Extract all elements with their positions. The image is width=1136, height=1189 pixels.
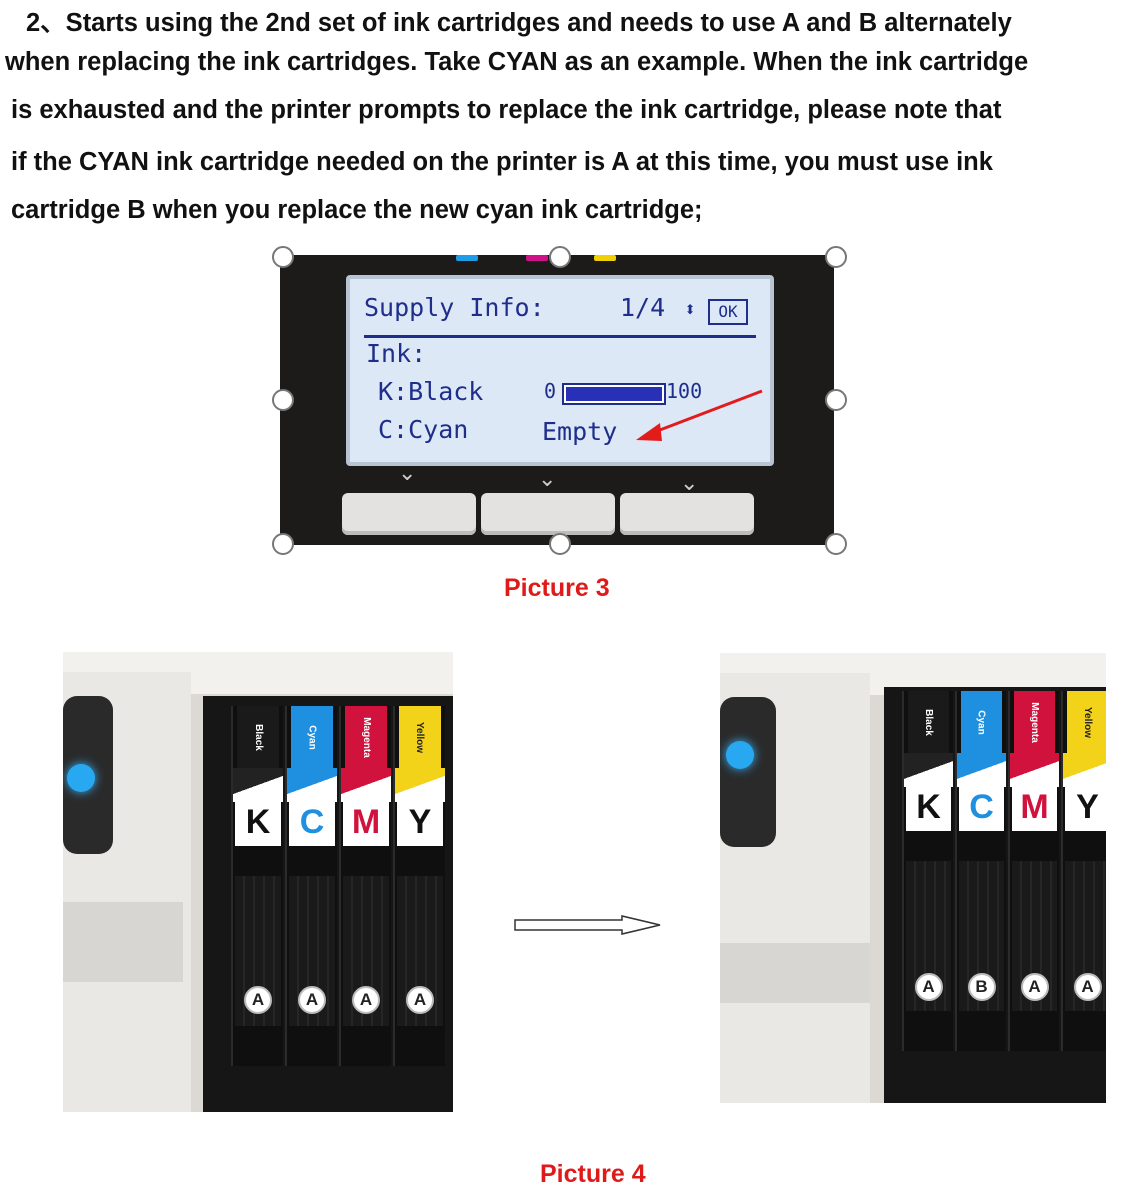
lcd-title: Supply Info: — [364, 293, 545, 322]
lcd-page: 1/4 — [620, 293, 666, 322]
picture-4-caption: Picture 4 — [540, 1160, 646, 1188]
cartridge-color-label: Black — [237, 706, 279, 768]
cartridge-set-mark: A — [1073, 973, 1102, 1001]
paragraph-line: if the CYAN ink cartridge needed on the … — [11, 148, 993, 176]
cartridge-name: Cyan — [306, 724, 318, 750]
cartridge-set-mark: A — [352, 986, 380, 1014]
cartridge-name: Magenta — [1029, 701, 1040, 743]
soft-key-button — [481, 493, 615, 535]
lcd-screen: Supply Info: 1/4 ⬍ OK Ink: K:Black 0 100… — [346, 275, 774, 466]
yellow-strip — [594, 255, 616, 261]
cartridge-letter: C — [289, 798, 335, 846]
picture-3-caption: Picture 3 — [504, 574, 610, 602]
lcd-cyan-status: Empty — [542, 417, 618, 446]
cartridge-color-label: Magenta — [1014, 691, 1055, 753]
printer-lcd-photo: Supply Info: 1/4 ⬍ OK Ink: K:Black 0 100… — [280, 255, 834, 545]
cartridge-notch — [1063, 753, 1106, 787]
chevron-down-icon: ⌄ — [538, 467, 557, 492]
cartridge-color-label: Magenta — [345, 706, 387, 768]
cartridge-letter: M — [1012, 783, 1057, 831]
resize-handle — [825, 533, 847, 555]
cartridge-set-mark: A — [1020, 973, 1049, 1001]
cartridge-notch — [341, 768, 391, 802]
lcd-bar-max: 100 — [666, 379, 703, 403]
cartridge-letter: C — [959, 783, 1004, 831]
paper-tray — [63, 902, 183, 982]
cartridge-color-label: Cyan — [291, 706, 333, 768]
soft-key-button — [620, 493, 754, 535]
cartridge-color-label: Black — [908, 691, 949, 753]
cartridge-set-mark: A — [244, 986, 272, 1014]
resize-handle — [272, 246, 294, 268]
cyan-strip — [456, 255, 478, 261]
cartridge-set-mark: B — [967, 973, 996, 1001]
magenta-strip — [526, 255, 548, 261]
resize-handle — [272, 389, 294, 411]
cartridge-name: Magenta — [360, 716, 372, 758]
cartridge-name: Black — [923, 708, 934, 736]
cartridge-set-mark: A — [914, 973, 943, 1001]
cartridge-letter: K — [906, 783, 951, 831]
cartridge-letter: K — [235, 798, 281, 846]
lcd-ink-label: Ink: — [366, 339, 427, 368]
paragraph-line: is exhausted and the printer prompts to … — [11, 96, 1002, 124]
cartridge-color-label: Cyan — [961, 691, 1002, 753]
black-ink-level-bar — [562, 383, 666, 405]
resize-handle — [825, 246, 847, 268]
lcd-bar-min: 0 — [544, 379, 557, 403]
cartridge-letter: Y — [1065, 783, 1106, 831]
cartridge-name: Cyan — [975, 709, 987, 735]
cartridge-notch — [957, 753, 1006, 787]
red-pointer-arrow — [636, 389, 763, 441]
up-down-icon: ⬍ — [684, 297, 697, 321]
cartridge-name: Black — [252, 723, 264, 751]
power-button-icon — [67, 764, 95, 792]
right-arrow-icon — [514, 915, 661, 935]
cartridge-set-mark: A — [298, 986, 326, 1014]
cartridge-set-mark: A — [406, 986, 434, 1014]
cartridge-notch — [233, 768, 283, 802]
lcd-cyan-row: C:Cyan — [378, 415, 469, 444]
lcd-divider — [364, 335, 756, 338]
paragraph-line: 2、Starts using the 2nd set of ink cartri… — [26, 9, 1012, 37]
paper-tray — [720, 943, 870, 1003]
soft-key-button — [342, 493, 476, 535]
resize-handle — [549, 533, 571, 555]
cartridge-letter: M — [343, 798, 389, 846]
paragraph-line: cartridge B when you replace the new cya… — [11, 196, 703, 224]
resize-handle — [549, 246, 571, 268]
resize-handle — [825, 389, 847, 411]
cartridge-color-label: Yellow — [399, 706, 441, 768]
cartridge-notch — [395, 768, 445, 802]
control-panel — [720, 697, 776, 847]
cartridge-name: Yellow — [414, 721, 426, 753]
paragraph-line: when replacing the ink cartridges. Take … — [5, 48, 1029, 76]
lcd-black-row: K:Black — [378, 377, 484, 406]
black-ink-level-fill — [566, 387, 662, 401]
cartridge-color-label: Yellow — [1067, 691, 1106, 753]
chevron-down-icon: ⌄ — [398, 461, 417, 486]
cartridge-notch — [904, 753, 953, 787]
cartridge-letter: Y — [397, 798, 443, 846]
chevron-down-icon: ⌄ — [680, 471, 699, 496]
cartridge-notch — [1010, 753, 1059, 787]
resize-handle — [272, 533, 294, 555]
lcd-ok: OK — [708, 299, 748, 325]
power-button-icon — [726, 741, 754, 769]
cartridge-name: Yellow — [1082, 706, 1093, 738]
cartridge-notch — [287, 768, 337, 802]
